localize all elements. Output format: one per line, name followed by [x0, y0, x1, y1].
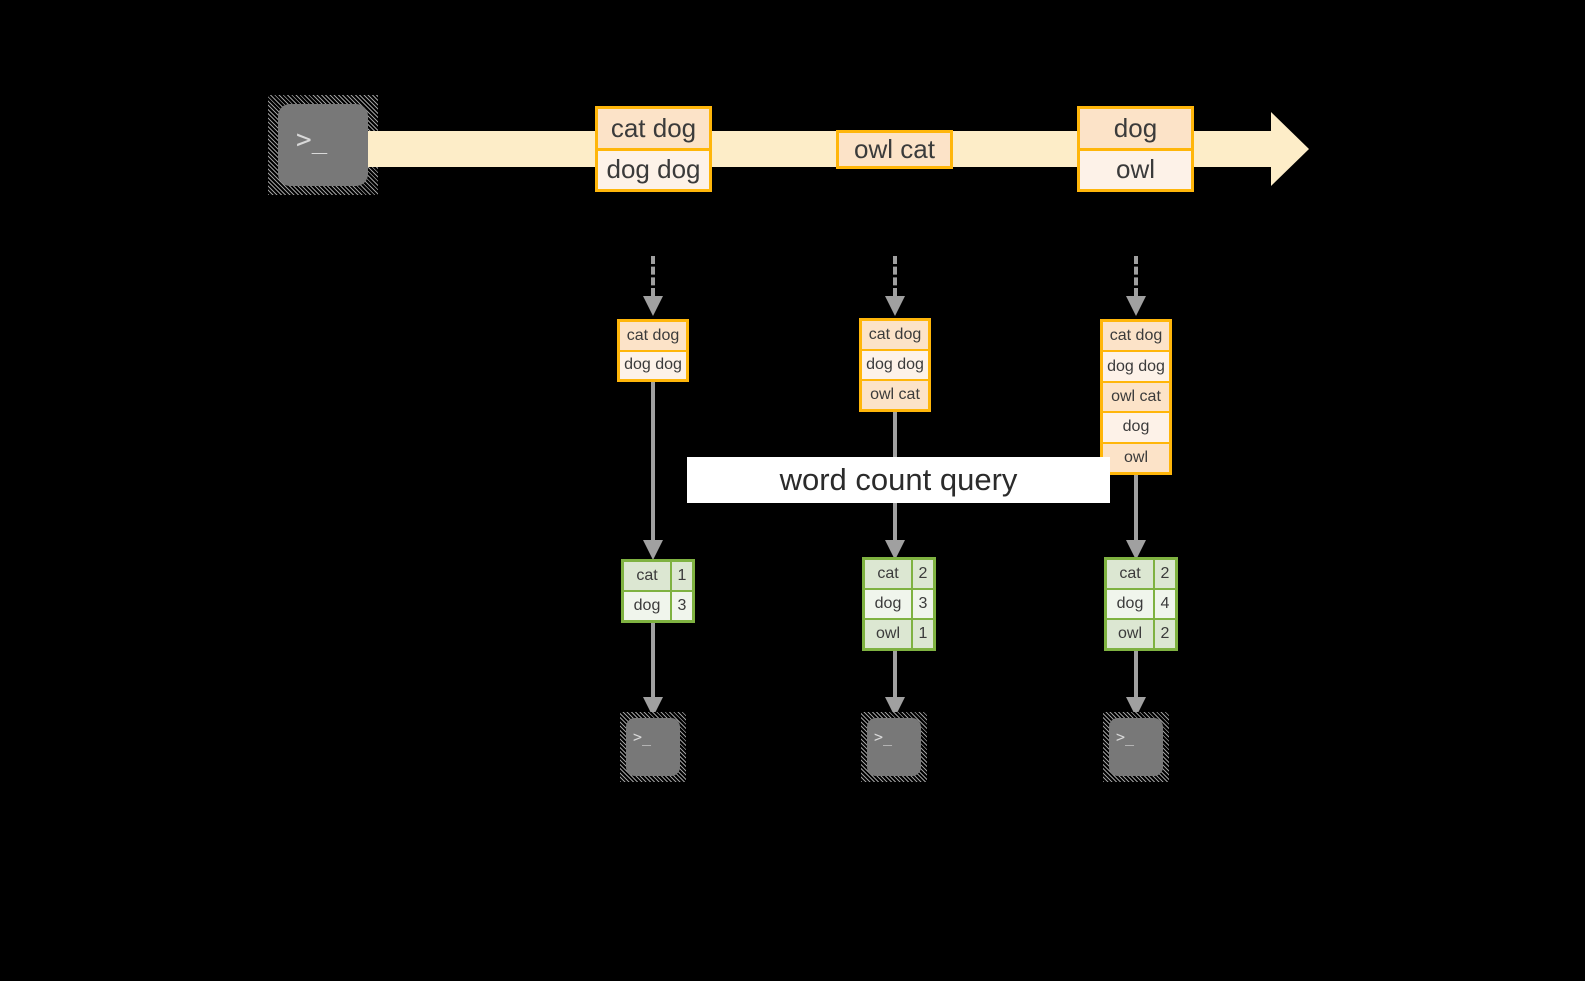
snapshot-2-tap-connector [885, 256, 905, 316]
record-line: dog [1080, 109, 1191, 148]
stream-record-3: dog owl [1077, 106, 1194, 192]
result-word: dog [865, 590, 911, 618]
terminal-face [278, 104, 368, 186]
snapshot-1-sink-connector [643, 623, 663, 717]
table-row: cat 1 [624, 562, 692, 590]
result-count: 3 [670, 592, 692, 620]
buffer-line: dog dog [1103, 350, 1169, 381]
result-word: cat [1107, 560, 1153, 588]
result-word: owl [1107, 620, 1153, 648]
buffer-line: cat dog [620, 322, 686, 350]
result-count: 1 [911, 620, 933, 648]
buffer-line: owl [1103, 441, 1169, 473]
snapshot-2-result-table: cat 2 dog 3 owl 1 [862, 557, 936, 651]
snapshot-3-tap-connector [1126, 256, 1146, 316]
snapshot-3-sink-connector [1126, 651, 1146, 717]
stream-record-2: owl cat [836, 130, 953, 169]
stream-arrow-head-icon [1271, 112, 1309, 186]
snapshot-3-query-connector [1126, 475, 1146, 560]
terminal-face [626, 718, 680, 776]
terminal-face [867, 718, 921, 776]
terminal-prompt-glyph: >_ [874, 728, 893, 746]
snapshot-3-result-table: cat 2 dog 4 owl 2 [1104, 557, 1178, 651]
record-line: cat dog [598, 109, 709, 148]
table-row: cat 2 [865, 560, 933, 588]
buffer-line: owl cat [1103, 380, 1169, 412]
buffer-line: owl cat [862, 379, 928, 409]
table-row: dog 3 [624, 590, 692, 620]
sink-terminal-icon-2: >_ [861, 712, 927, 782]
sink-terminal-icon-1: >_ [620, 712, 686, 782]
record-line: owl [1080, 147, 1191, 189]
result-word: dog [624, 592, 670, 620]
snapshot-1-tap-connector [643, 256, 663, 316]
result-word: cat [865, 560, 911, 588]
record-line: dog dog [598, 147, 709, 189]
table-row: owl 2 [1107, 618, 1175, 648]
terminal-prompt-glyph: >_ [633, 728, 652, 746]
query-label-text: word count query [779, 462, 1018, 497]
result-count: 4 [1153, 590, 1175, 618]
terminal-face [1109, 718, 1163, 776]
result-count: 2 [911, 560, 933, 588]
terminal-prompt-glyph: >_ [296, 125, 328, 155]
buffer-line: dog dog [620, 349, 686, 379]
table-row: dog 4 [1107, 588, 1175, 618]
table-row: dog 3 [865, 588, 933, 618]
stream-record-1: cat dog dog dog [595, 106, 712, 192]
terminal-prompt-glyph: >_ [1116, 728, 1135, 746]
result-word: owl [865, 620, 911, 648]
snapshot-1-buffer: cat dog dog dog [617, 319, 689, 382]
result-count: 2 [1153, 560, 1175, 588]
table-row: cat 2 [1107, 560, 1175, 588]
record-line: owl cat [839, 133, 950, 166]
snapshot-3-buffer: cat dog dog dog owl cat dog owl [1100, 319, 1172, 475]
buffer-line: cat dog [862, 321, 928, 349]
snapshot-1-query-connector [643, 382, 663, 560]
result-count: 3 [911, 590, 933, 618]
result-count: 2 [1153, 620, 1175, 648]
result-count: 1 [670, 562, 692, 590]
buffer-line: dog dog [862, 349, 928, 379]
query-label-band: word count query [687, 457, 1110, 503]
result-word: cat [624, 562, 670, 590]
sink-terminal-icon-3: >_ [1103, 712, 1169, 782]
result-word: dog [1107, 590, 1153, 618]
snapshot-2-sink-connector [885, 651, 905, 717]
snapshot-2-buffer: cat dog dog dog owl cat [859, 318, 931, 412]
buffer-line: cat dog [1103, 322, 1169, 351]
snapshot-1-result-table: cat 1 dog 3 [621, 559, 695, 623]
buffer-line: dog [1103, 411, 1169, 442]
source-terminal-icon: >_ [268, 95, 378, 195]
table-row: owl 1 [865, 618, 933, 648]
